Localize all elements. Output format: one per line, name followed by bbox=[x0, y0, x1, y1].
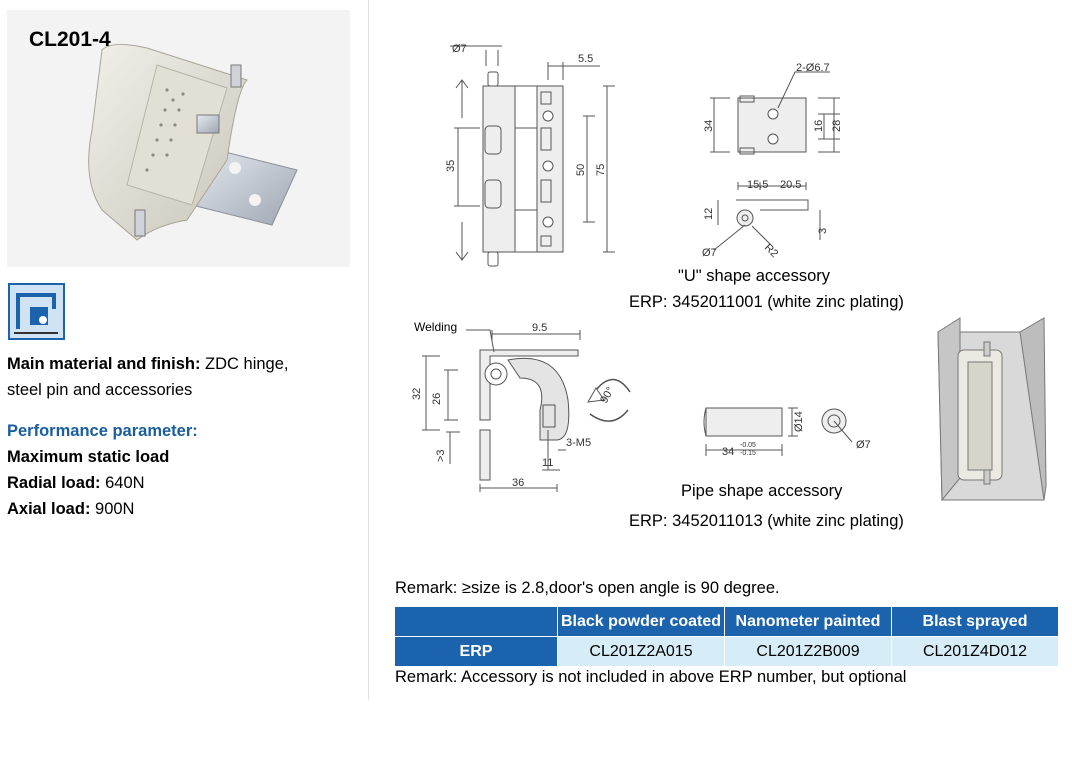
material-value-2: steel pin and accessories bbox=[7, 381, 193, 399]
dim-36: 36 bbox=[512, 477, 524, 489]
dim-u-15-5: 15.5 bbox=[747, 179, 768, 191]
hinge-side-section bbox=[422, 329, 631, 492]
dim-pipe-tol-hi: -0.05 bbox=[740, 442, 756, 449]
product-photo bbox=[7, 10, 350, 267]
dim-32: 32 bbox=[411, 388, 423, 400]
dim-pipe-d14: Ø14 bbox=[793, 411, 805, 432]
table-cell-nanometer: CL201Z2B009 bbox=[724, 636, 892, 667]
dim-50: 50 bbox=[575, 164, 587, 176]
remark-2: Remark: Accessory is not included in abo… bbox=[395, 668, 907, 686]
table-cell-blast: CL201Z4D012 bbox=[891, 636, 1059, 667]
u-shape-top-view bbox=[710, 71, 840, 155]
dim-u-3: 3 bbox=[817, 228, 829, 234]
table-header-black: Black powder coated bbox=[557, 606, 725, 637]
dim-d7: Ø7 bbox=[452, 43, 467, 55]
dim-gt3: >3 bbox=[435, 449, 447, 462]
axial-load-line: Axial load: 900N bbox=[7, 496, 134, 522]
table-cell-black: CL201Z2A015 bbox=[557, 636, 725, 667]
dim-pipe-tol-lo: -0.15 bbox=[740, 450, 756, 457]
dim-u-r2: R2 bbox=[762, 242, 780, 260]
pipe-caption: Pipe shape accessory bbox=[681, 482, 843, 500]
performance-heading: Performance parameter: bbox=[7, 422, 198, 440]
dim-u-d7: Ø7 bbox=[702, 247, 717, 259]
table-row-label: ERP bbox=[394, 636, 558, 667]
product-code: CL201-4 bbox=[29, 28, 111, 51]
dim-5-5: 5.5 bbox=[578, 53, 593, 65]
material-line: Main material and finish: ZDC hinge, bbox=[7, 351, 289, 377]
dim-35: 35 bbox=[445, 160, 457, 172]
axial-value: 900N bbox=[90, 500, 135, 518]
dim-pipe-34: 34 bbox=[722, 446, 734, 458]
column-divider bbox=[368, 0, 369, 700]
pipe-erp: ERP: 3452011013 (white zinc plating) bbox=[629, 512, 904, 530]
u-caption: "U" shape accessory bbox=[678, 267, 831, 285]
dim-u-16: 16 bbox=[813, 120, 825, 132]
pipe-accessory-drawing bbox=[703, 407, 853, 456]
dim-75: 75 bbox=[595, 164, 607, 176]
radial-value: 640N bbox=[100, 474, 145, 492]
dim-9-5: 9.5 bbox=[532, 322, 547, 334]
radial-load-line: Radial load: 640N bbox=[7, 470, 145, 496]
erp-table: Black powder coated Nanometer painted Bl… bbox=[394, 606, 1059, 667]
dim-pipe-d7: Ø7 bbox=[856, 439, 871, 451]
dim-3-m5: 3-M5 bbox=[566, 437, 591, 449]
dim-u-20-5: 20.5 bbox=[780, 179, 801, 191]
welding-label: Welding bbox=[414, 320, 457, 334]
remark-1: Remark: ≥size is 2.8,door's open angle i… bbox=[395, 579, 780, 597]
mount-type-icon bbox=[8, 283, 65, 340]
dim-u-34: 34 bbox=[703, 120, 715, 132]
axial-label: Axial load: bbox=[7, 500, 91, 518]
material-value: ZDC hinge, bbox=[200, 355, 289, 373]
technical-drawing: Ø7 5.5 35 50 75 2-Ø6.7 34 16 28 15.5 20.… bbox=[411, 43, 1047, 502]
table-header-empty bbox=[394, 606, 558, 637]
static-load-label: Maximum static load bbox=[7, 448, 170, 466]
dim-u-12: 12 bbox=[703, 208, 715, 220]
dim-u-28: 28 bbox=[831, 120, 843, 132]
table-header-nanometer: Nanometer painted bbox=[724, 606, 892, 637]
dim-angle: 90° bbox=[598, 385, 617, 405]
u-shape-side-view bbox=[713, 182, 821, 251]
material-label: Main material and finish: bbox=[7, 355, 201, 373]
assembly-render bbox=[937, 317, 1047, 502]
radial-label: Radial load: bbox=[7, 474, 101, 492]
table-header-row: Black powder coated Nanometer painted Bl… bbox=[394, 606, 1059, 637]
u-erp: ERP: 3452011001 (white zinc plating) bbox=[629, 293, 904, 311]
hinge-front-view bbox=[450, 45, 615, 267]
dim-26: 26 bbox=[431, 393, 443, 405]
dim-u-holes: 2-Ø6.7 bbox=[796, 62, 830, 74]
table-row: ERP CL201Z2A015 CL201Z2B009 CL201Z4D012 bbox=[394, 636, 1059, 667]
dim-11: 11 bbox=[542, 457, 553, 469]
table-header-blast: Blast sprayed bbox=[891, 606, 1059, 637]
